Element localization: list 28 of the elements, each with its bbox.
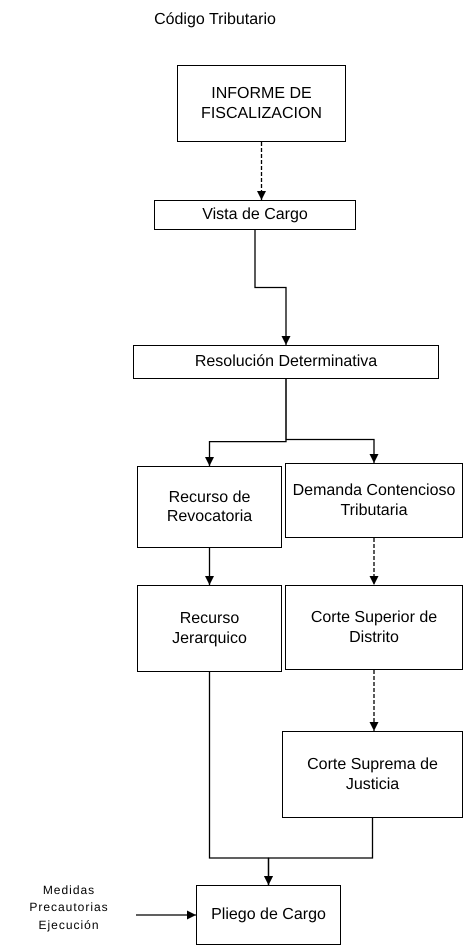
box-label: Recurso Jerarquico <box>171 609 248 648</box>
box-label: Corte Superior de Distrito <box>310 608 438 647</box>
box-label: Pliego de Cargo <box>211 905 326 925</box>
arrow <box>370 670 378 731</box>
process-box <box>282 731 463 818</box>
process-box <box>133 345 439 379</box>
arrow <box>264 818 374 885</box>
box-label: Resolución Determinativa <box>194 352 378 372</box>
box-label: Recurso de Revocatoria <box>166 488 254 526</box>
arrow <box>370 538 378 585</box>
note-text: Medidas Precautorias Ejecución <box>4 872 134 944</box>
process-box <box>285 585 463 670</box>
diagram-title: Código Tributario <box>153 10 277 30</box>
arrow <box>205 548 214 585</box>
process-box <box>154 200 356 230</box>
arrow <box>136 910 196 920</box>
process-box <box>137 585 282 672</box>
arrow <box>285 379 378 463</box>
box-label: Corte Suprema de Justicia <box>306 755 439 794</box>
box-label: Demanda Contencioso Tributaria <box>292 481 456 520</box>
arrow <box>254 230 290 345</box>
process-box <box>285 463 463 538</box>
process-box <box>177 65 346 142</box>
process-box <box>137 466 282 548</box>
box-label: Vista de Cargo <box>202 205 308 225</box>
arrow <box>257 142 266 200</box>
process-box <box>196 885 341 945</box>
box-label: INFORME DE FISCALIZACION <box>200 84 323 123</box>
